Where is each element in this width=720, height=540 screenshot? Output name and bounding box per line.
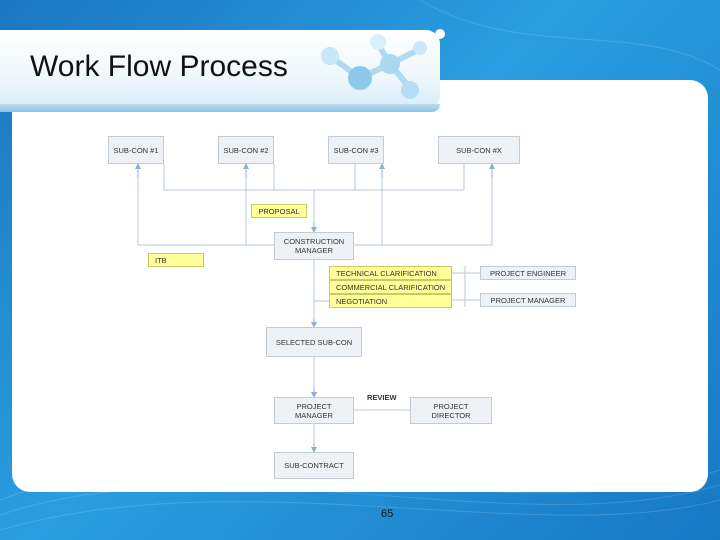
subcontract-box: SUB-CONTRACT — [274, 452, 354, 479]
itb-box: ITB — [148, 253, 204, 267]
project-engineer-box: PROJECT ENGINEER — [480, 266, 576, 280]
page-number: 65 — [381, 508, 394, 520]
subcon-2-box: SUB-CON #2 — [218, 136, 274, 164]
subcon-x-box: SUB-CON #X — [438, 136, 520, 164]
subcon-1-box: SUB-CON #1 — [108, 136, 164, 164]
proposal-box: PROPOSAL — [251, 204, 307, 218]
slide-title: Work Flow Process — [30, 50, 288, 83]
title-banner-edge — [0, 104, 440, 112]
negotiation-box: NEGOTIATION — [329, 294, 452, 308]
subcon-3-box: SUB-CON #3 — [328, 136, 384, 164]
technical-clarification-box: TECHNICAL CLARIFICATION — [329, 266, 452, 280]
review-label: REVIEW — [367, 393, 397, 402]
project-manager-right-box: PROJECT MANAGER — [480, 293, 576, 307]
project-director-box: PROJECT DIRECTOR — [410, 397, 492, 424]
selected-subcon-box: SELECTED SUB-CON — [266, 327, 362, 357]
commercial-clarification-box: COMMERCIAL CLARIFICATION — [329, 280, 452, 294]
molecule-graphic — [321, 29, 445, 99]
construction-manager-box: CONSTRUCTION MANAGER — [274, 232, 354, 260]
project-manager-box: PROJECT MANAGER — [274, 397, 354, 424]
